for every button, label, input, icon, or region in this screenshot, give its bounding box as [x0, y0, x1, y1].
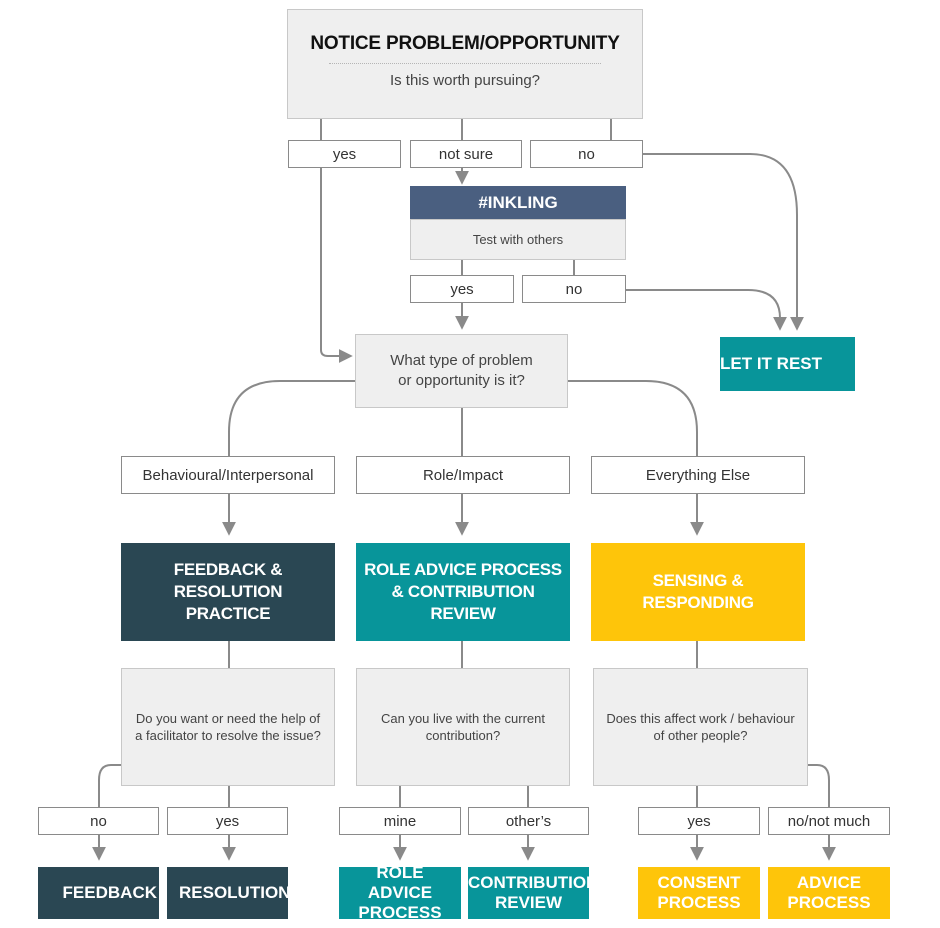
notice-problem-box: NOTICE PROBLEM/OPPORTUNITY Is this worth… — [287, 9, 643, 119]
outcome-contribution-review: CONTRIBUTION REVIEW — [468, 867, 589, 919]
outcome-advice-process: ADVICE PROCESS — [768, 867, 890, 919]
connector — [568, 380, 698, 456]
outcome-role-advice-process-label: ROLE ADVICE PROCESS — [358, 867, 442, 919]
contribution-answer-others: other’s — [468, 807, 589, 835]
inkling-answer-yes: yes — [410, 275, 514, 303]
outcome-consent-process: CONSENT PROCESS — [638, 867, 760, 919]
affect-answer-no-not-much: no/not much — [768, 807, 890, 835]
let-it-rest-box: LET IT REST — [720, 337, 855, 391]
contribution-answer-mine: mine — [339, 807, 461, 835]
inkling-question: Test with others — [410, 219, 626, 260]
outcome-feedback: FEEDBACK — [38, 867, 159, 919]
connector — [320, 168, 353, 363]
problem-type-question: What type of problem or opportunity is i… — [355, 334, 568, 408]
connector — [643, 153, 804, 331]
answer-yes: yes — [288, 140, 401, 168]
facilitator-answer-yes: yes — [167, 807, 288, 835]
inkling-answer-no: no — [522, 275, 626, 303]
connector — [808, 764, 830, 807]
affect-question: Does this affect work / behaviour of oth… — [593, 668, 808, 786]
category-behavioural: Behavioural/Interpersonal — [121, 456, 335, 494]
title-divider — [329, 63, 601, 64]
outcome-resolution: RESOLUTION — [167, 867, 288, 919]
answer-not-sure: not sure — [410, 140, 522, 168]
outcome-contribution-review-label: CONTRIBUTION REVIEW — [468, 873, 589, 912]
contribution-question: Can you live with the current contributi… — [356, 668, 570, 786]
worth-pursuing-question: Is this worth pursuing? — [389, 72, 541, 89]
role-advice-contribution-review: ROLE ADVICE PROCESS & CONTRIBUTION REVIE… — [356, 543, 570, 641]
sensing-responding: SENSING & RESPONDING — [591, 543, 805, 641]
facilitator-answer-no: no — [38, 807, 159, 835]
feedback-resolution-practice: FEEDBACK & RESOLUTION PRACTICE — [121, 543, 335, 641]
affect-answer-yes: yes — [638, 807, 760, 835]
outcome-role-advice-process: ROLE ADVICE PROCESS — [339, 867, 461, 919]
connector — [626, 289, 787, 331]
category-everything-else: Everything Else — [591, 456, 805, 494]
notice-problem-title: NOTICE PROBLEM/OPPORTUNITY — [310, 33, 620, 54]
answer-no: no — [530, 140, 643, 168]
category-role-impact: Role/Impact — [356, 456, 570, 494]
inkling-header: #INKLING — [410, 186, 626, 219]
facilitator-question: Do you want or need the help of a facili… — [121, 668, 335, 786]
connector — [228, 380, 355, 456]
connector — [98, 764, 121, 807]
